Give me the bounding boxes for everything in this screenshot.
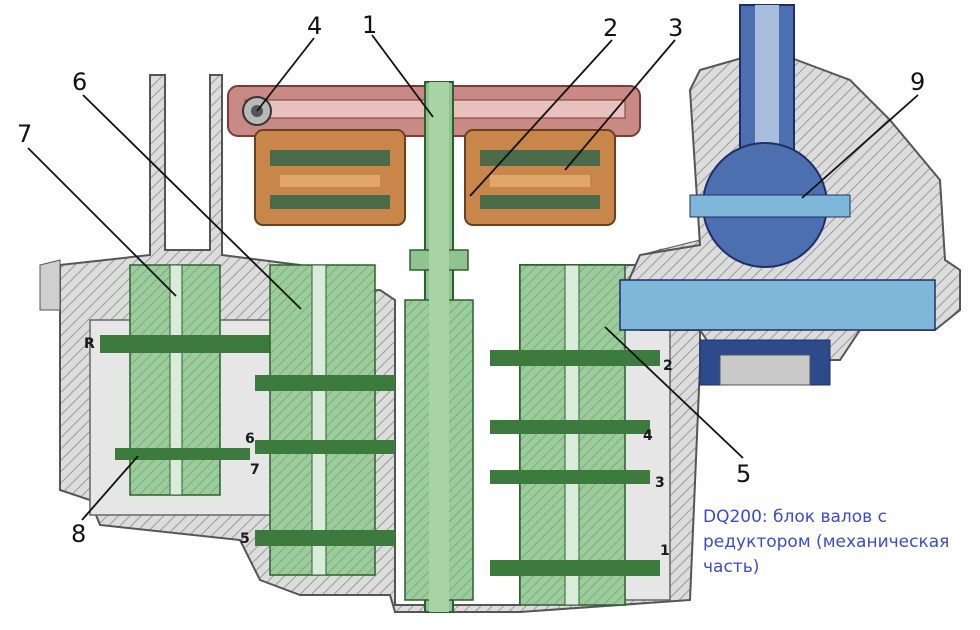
gear-mark-2: 2 [663,358,673,374]
gear-mark-6: 6 [245,431,255,447]
differential [618,4,961,386]
callout-3: 3 [668,14,683,42]
gear-mark-3: 3 [655,475,665,491]
caption-line-3: часть) [703,557,760,577]
output-shaft-right [490,264,660,606]
gear-mark-r: R [84,336,95,352]
caption-line-2: редуктором (механическая [703,532,950,552]
output-shaft-left [100,264,270,496]
dual-clutch-assembly [254,129,616,226]
gear-mark-4: 4 [643,428,653,444]
callout-9: 9 [910,68,925,96]
callout-leaders [27,34,919,521]
callout-1: 1 [362,11,377,39]
gear-mark-1: 1 [660,543,670,559]
callout-4: 4 [307,12,322,40]
caption-line-1: DQ200: блок валов с [703,507,887,527]
callout-2: 2 [603,14,618,42]
callout-7: 7 [17,120,32,148]
diagram-caption: DQ200: блок валов с редуктором (механиче… [703,505,973,580]
input-shaft [404,81,474,613]
output-shaft-middle-left [255,264,395,576]
gear-mark-5: 5 [240,531,250,547]
callout-5: 5 [736,460,751,488]
callout-8: 8 [71,520,86,548]
callout-6: 6 [72,68,87,96]
gear-mark-7: 7 [250,462,260,478]
